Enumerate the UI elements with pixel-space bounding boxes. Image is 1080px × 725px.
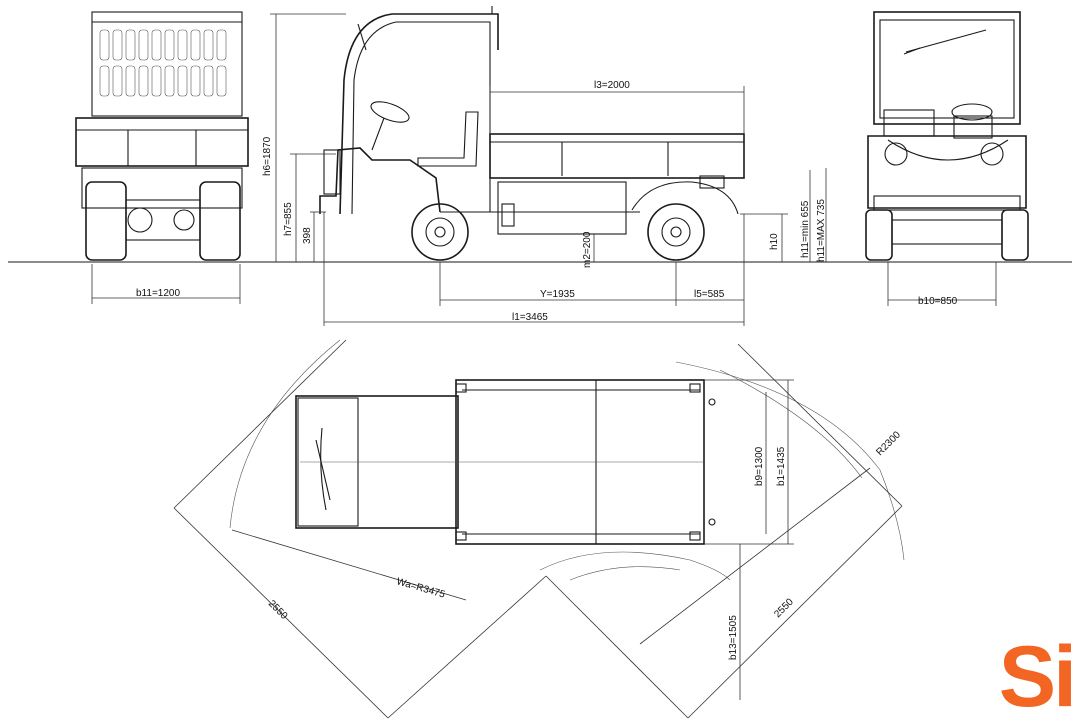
front-wheel [411,203,469,261]
dim-h10: h10 [769,233,780,250]
rear-view [75,11,249,261]
dim-b9: b9=1300 [754,446,765,486]
dim-b10: b10=850 [918,296,958,307]
dim-y: Y=1935 [540,289,575,300]
side-view [319,6,745,261]
dim-b1: b1=1435 [776,446,787,486]
dim-h11-min: h11=min 655 [800,200,811,258]
dim-h11-max: h11=MAX 735 [816,199,827,262]
dim-h7: h7=855 [283,202,294,236]
brand-logo: Si [999,634,1077,720]
front-view [865,11,1029,261]
dim-l5: l5=585 [694,289,725,300]
dim-b11: b11=1200 [136,288,180,299]
dim-h6: h6=1870 [262,136,273,176]
dim-m2: m2=200 [582,231,593,268]
top-view [173,339,905,719]
dim-b13: b13=1505 [728,615,739,660]
dim-2550-right: 2550 [772,596,796,620]
dim-wa: Wa=R3475 [395,576,446,600]
rear-wheel [647,203,705,261]
brand-logo-text: Si [998,629,1077,725]
dim-398: 398 [302,227,313,244]
dim-r2300: R2300 [874,429,903,458]
dim-l1: l1=3465 [512,312,548,323]
dim-l3: l3=2000 [594,80,630,91]
